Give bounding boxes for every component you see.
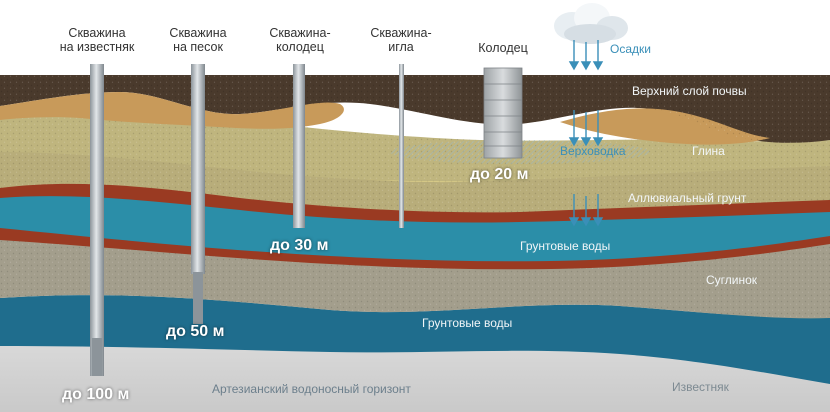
pipe-icon — [90, 64, 104, 376]
well-title-line: Скважина — [68, 26, 126, 40]
well-title-line: Скважина- — [370, 26, 432, 40]
well-title-line: Колодец — [478, 41, 528, 55]
well-title-well-shaft: Скважина- колодец — [269, 26, 330, 55]
depth-label-sand: до 50 м — [166, 323, 225, 340]
layer-label-topsoil: Верхний слой почвы — [632, 84, 747, 98]
sandy-soil-left — [0, 92, 344, 129]
well-title-line: игла — [388, 40, 414, 55]
well-title-line: Скважина — [169, 26, 227, 40]
well-title-line: колодец — [276, 40, 324, 55]
depth-label-dug-well: до 20 м — [470, 166, 529, 183]
needle-pipe-icon — [399, 64, 404, 228]
well-title-line: на песок — [173, 40, 223, 55]
layer-label-clay: Глина — [692, 144, 725, 158]
depth-label-well-shaft: до 30 м — [270, 237, 329, 254]
well-title-line: на известняк — [59, 40, 135, 55]
pipe-icon — [191, 64, 205, 324]
infiltration-arrows-upper — [568, 110, 604, 147]
topsoil-texture — [0, 75, 830, 143]
depth-label-limestone: до 100 м — [62, 386, 130, 403]
well-title-line: Скважина- — [269, 26, 331, 40]
layer-label-perched-water: Верховодка — [560, 144, 626, 158]
well-title-needle: Скважина- игла — [370, 26, 431, 55]
layer-label-groundwater-upper: Грунтовые воды — [520, 239, 611, 253]
well-title-limestone: Скважина на известняк — [60, 26, 135, 55]
layer-label-limestone: Известняк — [672, 380, 729, 394]
concrete-rings-icon — [483, 67, 523, 159]
loam-texture — [0, 238, 830, 319]
sky — [0, 0, 830, 80]
groundwater-layer — [0, 194, 830, 262]
layer-label-loam: Суглинок — [706, 273, 758, 287]
layer-label-groundwater-lower: Грунтовые воды — [422, 316, 513, 330]
precipitation-label: Осадки — [610, 42, 651, 56]
rain-arrows — [568, 40, 604, 71]
sandy-soil-right — [560, 108, 770, 145]
pipe-icon — [293, 64, 305, 228]
well-title-sand: Скважина на песок — [169, 26, 226, 55]
layer-label-artesian: Артезианский водоносный горизонт — [212, 382, 411, 396]
well-title-dug-well: Колодец — [478, 41, 527, 55]
deep-groundwater-layer — [0, 295, 830, 384]
infiltration-arrows-lower — [568, 194, 604, 227]
layer-label-alluvial: Аллювиальный грунт — [628, 191, 747, 205]
cloud-rain-icon — [554, 3, 628, 44]
